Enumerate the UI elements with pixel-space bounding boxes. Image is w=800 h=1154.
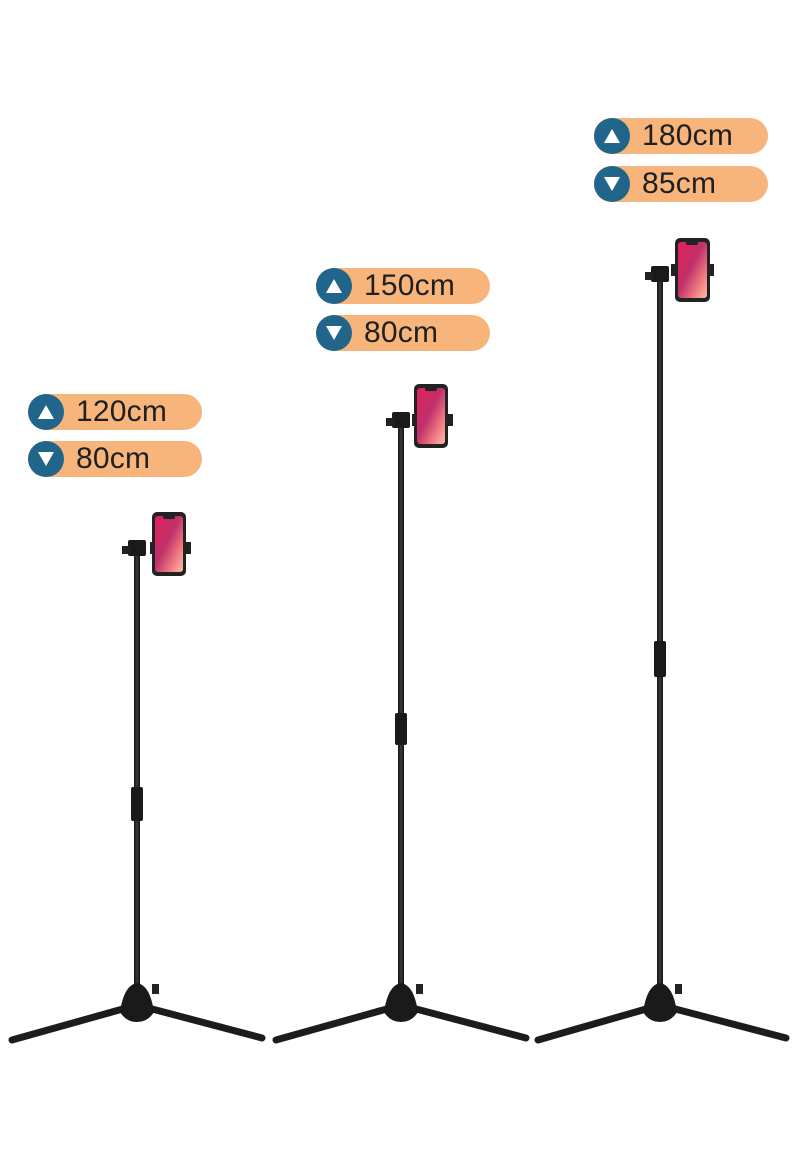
stand-medium-illustration <box>272 384 530 1044</box>
max-height-value: 180cm <box>642 119 734 152</box>
triangle-up-icon <box>316 268 352 304</box>
max-height-badge-medium: 150cm <box>316 268 490 304</box>
min-height-value: 80cm <box>364 316 439 349</box>
min-height-badge-tall: 85cm <box>594 166 768 202</box>
max-height-value: 150cm <box>364 269 456 302</box>
min-height-value: 85cm <box>642 167 717 200</box>
phone-icon <box>152 512 186 576</box>
triangle-down-icon <box>28 441 64 477</box>
triangle-down-icon <box>594 166 630 202</box>
max-height-badge-tall: 180cm <box>594 118 768 154</box>
max-height-badge-short: 120cm <box>28 394 202 430</box>
triangle-up-icon <box>594 118 630 154</box>
min-height-badge-medium: 80cm <box>316 315 490 351</box>
phone-icon <box>675 238 710 302</box>
triangle-up-icon <box>28 394 64 430</box>
min-height-value: 80cm <box>76 442 151 475</box>
max-height-value: 120cm <box>76 395 168 428</box>
stand-short-illustration <box>8 512 266 1044</box>
phone-icon <box>414 384 448 448</box>
stand-tall-illustration <box>534 238 790 1044</box>
min-height-badge-short: 80cm <box>28 441 202 477</box>
triangle-down-icon <box>316 315 352 351</box>
